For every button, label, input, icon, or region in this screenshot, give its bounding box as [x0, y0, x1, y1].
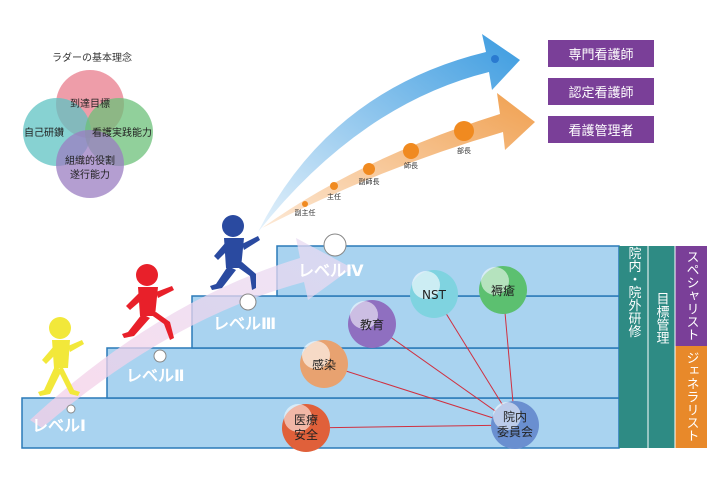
level-3-marker	[239, 293, 257, 311]
committee-hospital-label-2: 委員会	[497, 425, 533, 439]
career-dot	[403, 143, 419, 159]
career-arrow	[262, 93, 535, 228]
goal-management-bar	[648, 246, 675, 448]
growth-arrow	[30, 238, 352, 428]
committee-hospital-label-1: 院内	[503, 410, 527, 424]
role-boxes: 専門看護師 認定看護師 看護管理者	[548, 40, 654, 143]
figure-body	[138, 287, 158, 316]
venn-circle-organizational-role	[56, 130, 124, 198]
committee-education: 教育	[348, 300, 396, 348]
venn-label-goal: 到達目標	[70, 97, 110, 110]
role-cn-label: 認定看護師	[568, 85, 633, 101]
ball-highlight	[481, 267, 509, 295]
figure-leg	[236, 262, 256, 290]
committee-hospital: 院内 委員会	[491, 401, 539, 449]
career-label: 部長	[457, 146, 471, 155]
level-4-marker	[323, 233, 347, 257]
figure-body	[224, 238, 244, 268]
role-box-cns	[548, 40, 654, 67]
level-3-label: レベルⅢ	[213, 314, 276, 333]
figure-body	[52, 340, 70, 368]
career-dot	[454, 121, 474, 141]
ball-highlight	[493, 402, 521, 430]
figure-leg	[58, 366, 80, 396]
specialist-arrow	[258, 34, 520, 232]
venn-label-self-study: 自己研鑽	[24, 126, 64, 139]
committee-safety-label-2: 安全	[294, 427, 318, 442]
figure-arm	[126, 292, 144, 310]
committees: 医療 安全 感染 教育 NST 褥瘡 院内 委員会	[282, 266, 539, 452]
link-infection	[323, 363, 516, 426]
level-4-label: レベルⅣ	[298, 261, 364, 280]
career-label: 副主任	[295, 208, 316, 217]
career-dot	[302, 201, 308, 207]
figure-leg	[210, 266, 236, 290]
level-1-marker	[66, 404, 76, 414]
career-dot	[363, 163, 375, 175]
figure-red	[122, 264, 174, 340]
figure-arm	[68, 340, 84, 352]
figure-leg	[38, 366, 62, 396]
committee-education-label: 教育	[360, 317, 384, 332]
venn-label-org-role-1: 組織的役割	[65, 154, 115, 167]
figure-head	[222, 215, 244, 237]
generalist-label: ジェネラリスト	[684, 351, 699, 442]
ladder-title: ラダーの基本理念	[52, 51, 132, 64]
career-label: 師長	[404, 161, 418, 170]
level-2-label: レベルⅡ	[126, 366, 185, 385]
committee-pressure-ulcer-label: 褥瘡	[491, 283, 515, 298]
goal-management-label: 目標管理	[654, 292, 670, 344]
role-manager-label: 看護管理者	[568, 123, 633, 139]
figure-arm	[214, 242, 230, 260]
committee-nst-label: NST	[422, 288, 447, 302]
figure-arm	[156, 286, 174, 298]
career-label: 副師長	[359, 177, 380, 186]
figure-arm	[242, 236, 260, 250]
committee-pressure-ulcer: 褥瘡	[479, 266, 527, 314]
role-box-cn	[548, 78, 654, 105]
ball-highlight	[284, 404, 312, 432]
figure-blue	[210, 215, 260, 290]
figure-head	[49, 317, 71, 339]
committee-infection: 感染	[300, 340, 348, 388]
role-cns-label: 専門看護師	[568, 47, 633, 63]
ball-highlight	[350, 301, 378, 329]
arrow-tip-dot	[491, 55, 499, 63]
specialist-label: スペシャリスト	[684, 250, 700, 341]
figure-yellow	[38, 317, 84, 396]
specialist-bar	[675, 246, 707, 346]
link-safety	[305, 424, 516, 429]
generalist-bar	[675, 346, 707, 448]
career-dot	[330, 182, 338, 190]
committee-infection-label: 感染	[312, 357, 336, 372]
committee-safety: 医療 安全	[282, 404, 330, 452]
committee-safety-label-1: 医療	[294, 413, 318, 427]
ball-highlight	[412, 271, 440, 299]
figure-leg	[150, 312, 174, 340]
venn-label-nursing-practice: 看護実践能力	[92, 126, 152, 139]
venn-label-org-role-2: 遂行能力	[70, 168, 110, 181]
career-path: 副主任 主任 副師長 師長 部長	[295, 121, 474, 217]
level-1-label: レベルⅠ	[32, 416, 86, 435]
career-label: 主任	[327, 192, 341, 201]
link-education	[371, 323, 516, 426]
ball-highlight	[302, 341, 330, 369]
committee-nst: NST	[410, 270, 458, 318]
role-box-manager	[548, 116, 654, 143]
training-bar-label: 院内・院外研修	[626, 247, 642, 338]
level-2-marker	[153, 349, 167, 363]
ladder-philosophy: ラダーの基本理念 到達目標 自己研鑽 看護実践能力 組織的役割 遂行能力	[23, 51, 153, 198]
figure-head	[136, 264, 158, 286]
figure-arm	[42, 346, 58, 364]
figure-leg	[122, 314, 150, 338]
training-bar	[619, 246, 648, 448]
